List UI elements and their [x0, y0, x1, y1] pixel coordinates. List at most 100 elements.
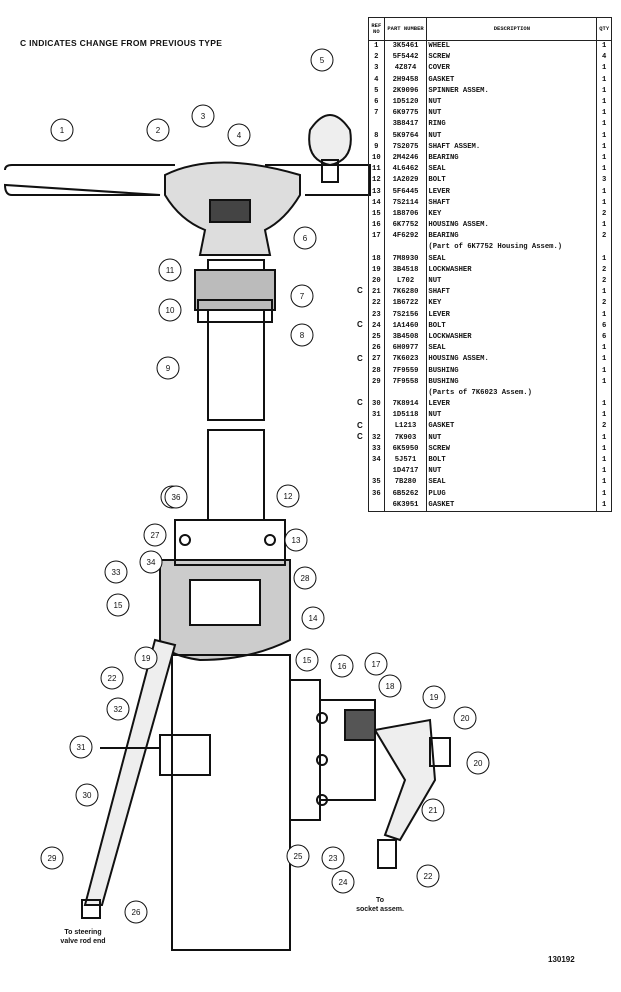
cell-ref: 16 — [368, 220, 385, 232]
cell-qty: 1 — [596, 488, 612, 500]
cell-ref: 3 — [368, 63, 385, 75]
change-marker: C — [357, 353, 363, 363]
cell-desc: SEAL — [426, 477, 598, 489]
cell-desc: NUT — [426, 96, 598, 109]
cell-part: 1B6722 — [383, 298, 428, 310]
cell-ref: 7 — [368, 108, 385, 120]
cell-ref: 21 — [368, 287, 385, 299]
cell-part: 6H0977 — [383, 343, 428, 355]
cell-qty: 1 — [596, 253, 612, 265]
callout-number: 11 — [166, 266, 175, 275]
steering-caption-line: To steering — [64, 929, 102, 936]
callout-bubble — [40, 846, 64, 870]
cell-desc: NUT — [426, 410, 598, 422]
callout-bubble — [421, 798, 445, 822]
cell-ref: 28 — [368, 365, 385, 377]
parts-table-header: REF NO PART NUMBER DESCRIPTION QTY — [368, 17, 612, 41]
callout-bubble — [104, 560, 128, 584]
cell-ref: 22 — [368, 298, 385, 310]
callout-number: 19 — [142, 654, 151, 663]
cell-qty: 1 — [596, 499, 612, 512]
change-marker: C — [357, 432, 363, 441]
cell-ref: 11 — [368, 164, 385, 176]
callout-bubble — [106, 697, 130, 721]
callout-number: 25 — [294, 852, 303, 861]
cell-part: 4L6462 — [383, 164, 428, 176]
cell-qty: 2 — [596, 275, 612, 288]
callout-number: 21 — [429, 806, 438, 815]
cell-desc: HOUSING ASSEM. — [426, 220, 598, 232]
table-row: (Part of 6K7752 Housing Assem.) — [368, 242, 612, 254]
cell-qty: 1 — [596, 85, 612, 97]
cell-qty: 2 — [596, 231, 612, 243]
cell-desc: SEAL — [426, 253, 598, 265]
cell-desc: LEVER — [426, 309, 598, 321]
change-marker: C — [357, 420, 363, 430]
cell-ref: 8 — [368, 130, 385, 142]
cell-qty: 1 — [596, 432, 612, 444]
cell-part: 7K8914 — [383, 399, 428, 411]
callout-number: 13 — [292, 536, 301, 545]
callout-number: 24 — [339, 878, 348, 887]
callout-number: 23 — [329, 854, 338, 863]
cell-qty: 2 — [596, 421, 612, 433]
cell-qty — [596, 242, 612, 254]
cell-desc: BOLT — [426, 320, 598, 332]
cell-part: 7K903 — [383, 432, 428, 444]
callout-number: 7 — [300, 292, 305, 301]
callout-bubble — [295, 648, 319, 672]
cell-part: 3B8417 — [383, 119, 428, 131]
cell-ref: 29 — [368, 376, 385, 388]
callout-bubble — [50, 118, 74, 142]
socket-caption: To socket assem. — [350, 896, 410, 914]
cell-part: 4F6292 — [383, 231, 428, 243]
cell-part: 7K6280 — [383, 287, 428, 299]
callout-number: 20 — [461, 714, 470, 723]
cell-qty: 1 — [596, 287, 612, 299]
cell-desc: LEVER — [426, 186, 598, 198]
steering-caption-line: valve rod end — [60, 938, 106, 945]
callout-number: 28 — [301, 574, 310, 583]
callout-bubble — [310, 48, 334, 72]
cell-part: 7M8930 — [383, 253, 428, 265]
callout-number: 6 — [303, 234, 308, 243]
cell-desc: SCREW — [426, 443, 598, 455]
callout-bubble — [290, 323, 314, 347]
callout-bubble — [293, 226, 317, 250]
callout-number: 9 — [166, 364, 171, 373]
right-lever — [373, 718, 437, 842]
callout-bubble — [69, 735, 93, 759]
callout-bubble — [284, 528, 308, 552]
callout-number: 15 — [303, 656, 312, 665]
cell-ref: 14 — [368, 197, 385, 209]
callout-bubble — [124, 900, 148, 924]
cell-part: 5J571 — [383, 454, 428, 467]
cell-part: 7F9558 — [383, 376, 428, 388]
cell-desc: NUT — [426, 432, 598, 444]
cell-part: 3B4518 — [383, 264, 428, 276]
callout-bubble — [293, 566, 317, 590]
cell-ref: 6 — [368, 96, 385, 109]
cell-desc: BUSHING — [426, 376, 598, 388]
socket-caption-line: To — [375, 897, 385, 904]
callout-bubble — [158, 258, 182, 282]
